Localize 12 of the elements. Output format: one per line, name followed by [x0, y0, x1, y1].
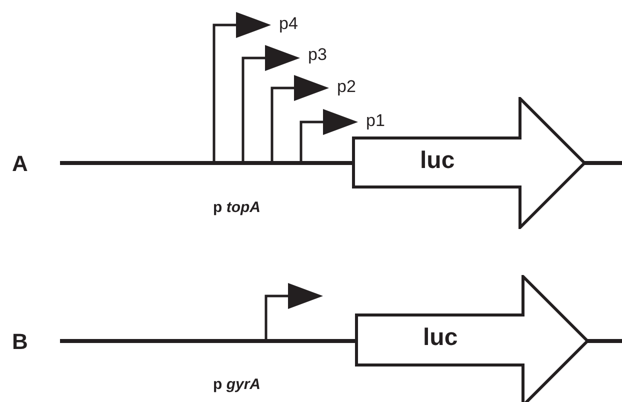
panel-letter: B [12, 331, 28, 353]
gene-name: luc [420, 149, 455, 173]
gene-arrow [355, 275, 589, 402]
gene-name: luc [423, 326, 458, 350]
promoter-label: p1 [366, 112, 385, 129]
promoter-name: p topA [213, 200, 260, 215]
promoter-label: p3 [308, 46, 327, 63]
promoter-name: p gyrA [213, 377, 261, 392]
gene-arrow [352, 97, 586, 229]
promoter-label: p4 [279, 15, 298, 32]
promoter-label: p2 [337, 78, 356, 95]
panel-letter: A [12, 153, 28, 175]
